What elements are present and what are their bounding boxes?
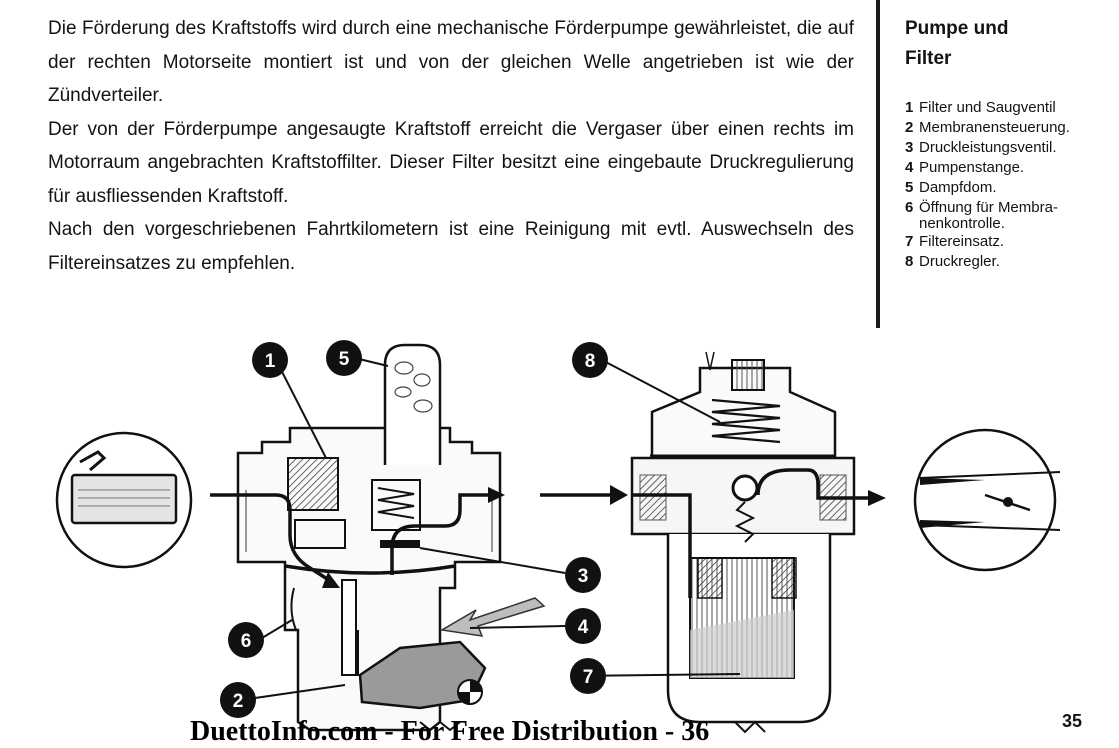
legend-label: Filtereinsatz. bbox=[919, 233, 1005, 250]
legend-number: 7 bbox=[905, 233, 914, 250]
paragraph-3: Nach den vorgeschriebenen Fahrtkilometer… bbox=[48, 219, 854, 274]
sidebar-title-line-1: Pumpe und bbox=[905, 18, 1009, 39]
legend-item: 4 Pumpenstange. bbox=[905, 158, 1119, 178]
legend-number: 4 bbox=[905, 159, 914, 176]
regulator-detail-circle bbox=[913, 428, 1061, 572]
callout-5-label: 5 bbox=[339, 349, 350, 370]
parts-legend: 1 Filter und Saugventil 2 Membranensteueru… bbox=[905, 98, 1119, 272]
sidebar-title-line-2: Filter bbox=[905, 48, 952, 69]
legend-number: 1 bbox=[905, 99, 914, 116]
callout-1-label: 1 bbox=[265, 351, 276, 372]
legend-number: 6 bbox=[905, 199, 914, 216]
callout-2: 2 bbox=[220, 682, 256, 718]
callout-5: 5 bbox=[326, 340, 362, 376]
legend-item: 1 Filter und Saugventil bbox=[905, 98, 1119, 118]
legend-label: Öffnung für Membra- nenkontrolle. bbox=[919, 199, 1058, 232]
callout-7-label: 7 bbox=[583, 667, 594, 688]
vertical-divider bbox=[876, 0, 880, 328]
legend-item: 6 Öffnung für Membra- nenkontrolle. bbox=[905, 198, 1119, 232]
legend-item: 3 Druckleistungsventil. bbox=[905, 138, 1119, 158]
page-number: 35 bbox=[1062, 711, 1083, 731]
callout-7: 7 bbox=[570, 658, 606, 694]
legend-number: 3 bbox=[905, 139, 914, 156]
callout-1: 1 bbox=[252, 342, 288, 378]
legend-number: 8 bbox=[905, 253, 914, 270]
paragraph-2: Der von der Förderpumpe angesaugte Kraft… bbox=[48, 118, 854, 207]
pump-filter-diagram: 1 5 8 3 4 6 7 2 bbox=[55, 340, 1061, 734]
callout-2-label: 2 bbox=[233, 691, 244, 712]
callout-leaders bbox=[254, 357, 741, 699]
legend-number: 5 bbox=[905, 179, 914, 196]
callout-8-label: 8 bbox=[585, 351, 596, 372]
callout-3: 3 bbox=[565, 557, 601, 593]
legend-item: 7 Filtereinsatz. bbox=[905, 232, 1119, 252]
legend-label: Dampfdom. bbox=[919, 179, 997, 196]
valve-detail-circle bbox=[55, 431, 193, 569]
fuel-pump-illustration bbox=[210, 343, 628, 732]
callout-4-label: 4 bbox=[578, 617, 589, 638]
legend-item: 2 Membranensteuerung. bbox=[905, 118, 1119, 138]
paragraph-1: Die Förderung des Kraftstoffs wird durch… bbox=[48, 18, 854, 106]
legend-label: Filter und Saugventil bbox=[919, 99, 1056, 116]
legend-number: 2 bbox=[905, 119, 914, 136]
body-text: Die Förderung des Kraftstoffs wird durch… bbox=[48, 12, 854, 280]
callout-8: 8 bbox=[572, 342, 608, 378]
callout-4: 4 bbox=[565, 608, 601, 644]
sidebar-title: Pumpe und Filter bbox=[905, 14, 1008, 74]
callout-6-label: 6 bbox=[241, 631, 252, 652]
legend-label: Pumpenstange. bbox=[919, 159, 1025, 176]
legend-label: Membranensteuerung. bbox=[919, 119, 1070, 136]
footer-watermark: DuettoInfo.com - For Free Distribution -… bbox=[190, 716, 710, 747]
legend-label: Druckregler. bbox=[919, 253, 1000, 270]
callout-3-label: 3 bbox=[578, 566, 589, 587]
legend-item: 5 Dampfdom. bbox=[905, 178, 1119, 198]
legend-label: Druckleistungsventil. bbox=[919, 139, 1057, 156]
legend-item: 8 Druckregler. bbox=[905, 252, 1119, 272]
callout-6: 6 bbox=[228, 622, 264, 658]
